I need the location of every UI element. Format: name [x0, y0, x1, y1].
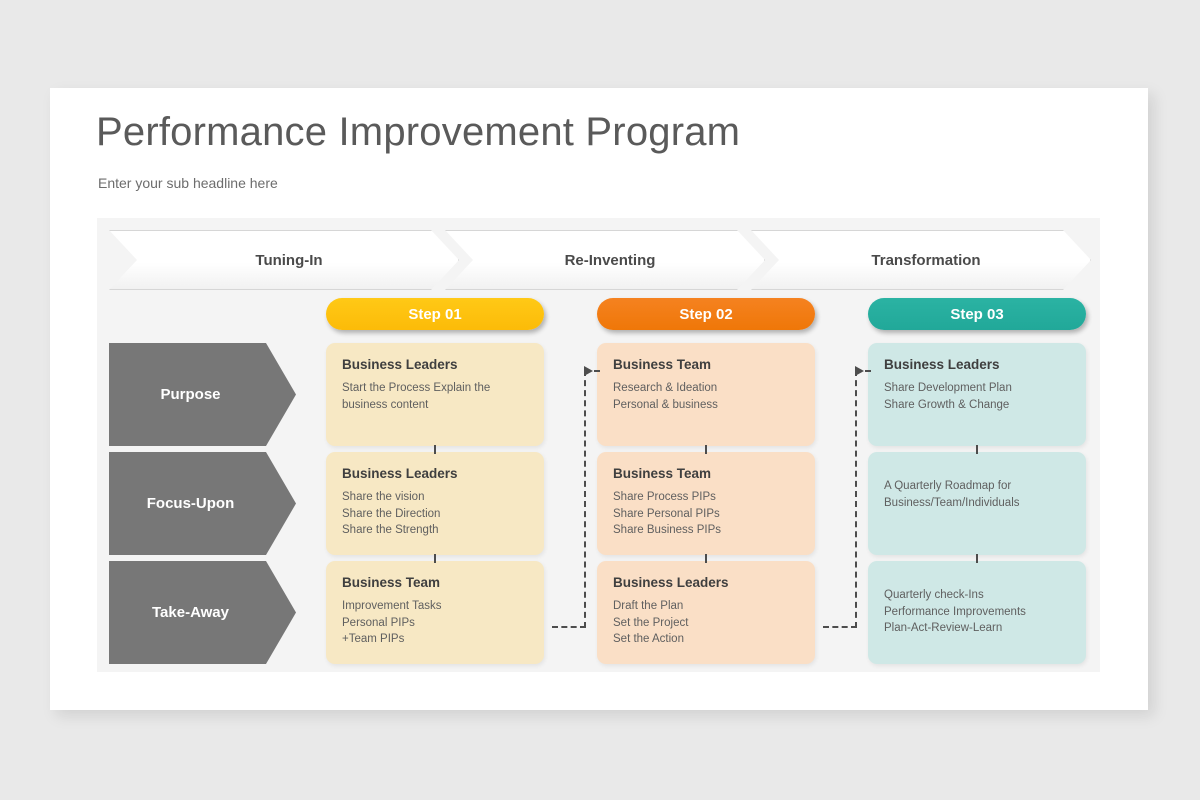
connector-segment [584, 370, 586, 628]
page-subtitle: Enter your sub headline here [98, 175, 278, 191]
card-heading: Business Team [342, 575, 441, 590]
row-label-text: Focus-Upon [146, 495, 235, 512]
connector-arrowhead [584, 366, 593, 376]
card-heading: Business Team [613, 357, 712, 372]
step-pill-02[interactable]: Step 02 [597, 298, 815, 330]
connector-arrowhead [855, 366, 864, 376]
card-heading: Business Leaders [342, 357, 458, 372]
row-label-focus-upon[interactable]: Focus-Upon [109, 452, 296, 555]
phase-label: Tuning-In [255, 251, 323, 269]
step-pill-01[interactable]: Step 01 [326, 298, 544, 330]
page-title: Performance Improvement Program [96, 110, 741, 154]
row-label-text: Purpose [160, 386, 221, 403]
phase-label: Re-Inventing [564, 251, 656, 269]
connector-segment [855, 370, 857, 628]
connector-tick [434, 554, 436, 563]
card-body: Start the Process Explain the business c… [342, 381, 491, 411]
diagram-panel: Tuning-In Re-Inventing Transformation St… [97, 218, 1100, 672]
card-heading: Business Leaders [613, 575, 729, 590]
slide-canvas: Performance Improvement Program Enter yo… [50, 88, 1148, 710]
connector-tick [705, 445, 707, 454]
row-label-purpose[interactable]: Purpose [109, 343, 296, 446]
row-label-text: Take-Away [152, 604, 229, 621]
phase-chevron-re-inventing[interactable]: Re-Inventing [445, 230, 765, 290]
phase-chevron-tuning-in[interactable]: Tuning-In [109, 230, 459, 290]
connector-tick [976, 445, 978, 454]
connector-segment [823, 626, 857, 628]
row-label-take-away[interactable]: Take-Away [109, 561, 296, 664]
phase-chevron-transformation[interactable]: Transformation [751, 230, 1091, 290]
connector-tick [976, 554, 978, 563]
phase-band: Tuning-In Re-Inventing Transformation [109, 230, 1089, 288]
card-step01-purpose[interactable]: Business Leaders Start the Process Expla… [326, 343, 544, 446]
connector-tick [705, 554, 707, 563]
connector-segment [552, 626, 586, 628]
step-pill-03[interactable]: Step 03 [868, 298, 1086, 330]
card-heading: Business Leaders [342, 466, 458, 481]
card-heading: Business Leaders [884, 357, 1000, 372]
phase-label: Transformation [871, 251, 981, 269]
connector-tick [434, 445, 436, 454]
card-heading: Business Team [613, 466, 712, 481]
